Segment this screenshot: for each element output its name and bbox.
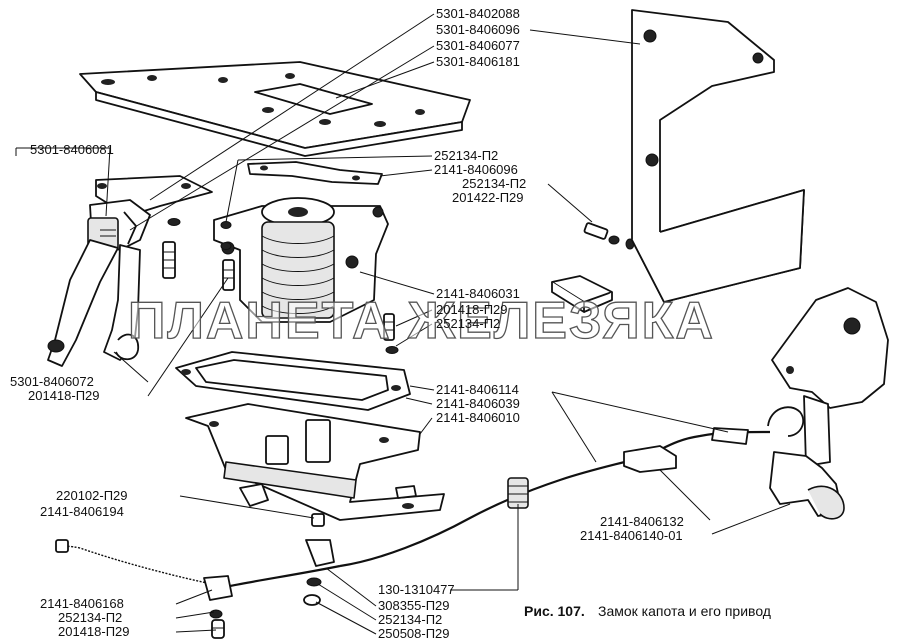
label-5301-8406081: 5301-8406081: [30, 142, 114, 157]
leader-lines: [15, 13, 791, 635]
caption-title: Замок капота и его привод: [598, 603, 771, 619]
label-5301-8406072: 5301-8406072: [10, 374, 94, 389]
label-5301-8406096: 5301-8406096: [436, 22, 520, 37]
label-252134-p2-c: 252134-П2: [436, 316, 500, 331]
label-220102-p29: 220102-П29: [56, 488, 128, 503]
release-cable: [55, 427, 771, 601]
label-2141-8406132: 2141-8406132: [600, 514, 684, 529]
label-201418-p29-a: 201418-П29: [436, 302, 508, 317]
label-2141-8406039: 2141-8406039: [436, 396, 520, 411]
label-5301-8406077: 5301-8406077: [436, 38, 520, 53]
label-250508-p29: 250508-П29: [378, 626, 450, 641]
label-5301-8402088: 5301-8402088: [436, 6, 520, 21]
label-201418-p29-b: 201418-П29: [28, 388, 100, 403]
label-130-1310477: 130-1310477: [378, 582, 455, 597]
lock-bracket: [551, 9, 805, 313]
caption-figure-number: Рис. 107.: [524, 603, 585, 619]
label-252134-p2-b: 252134-П2: [462, 176, 526, 191]
part-labels: 5301-8402088 5301-8406096 5301-8406077 5…: [10, 6, 684, 641]
bottom-fasteners: [209, 577, 322, 639]
label-2141-8406031: 2141-8406031: [436, 286, 520, 301]
lock-base: [185, 403, 445, 521]
label-2141-8406114: 2141-8406114: [436, 382, 519, 397]
label-252134-p2-d: 252134-П2: [378, 612, 442, 627]
label-2141-8406140-01: 2141-8406140-01: [580, 528, 683, 543]
label-5301-8406181: 5301-8406181: [436, 54, 520, 69]
label-252134-p2-a: 252134-П2: [434, 148, 498, 163]
label-2141-8406010: 2141-8406010: [436, 410, 520, 425]
figure-caption: Рис. 107. Замок капота и его привод: [524, 603, 771, 619]
label-2141-8406096: 2141-8406096: [434, 162, 518, 177]
lock-gasket: [175, 351, 411, 411]
label-201422-p29: 201422-П29: [452, 190, 524, 205]
lock-body: [213, 197, 389, 323]
label-252134-p2-e: 252134-П2: [58, 610, 122, 625]
watermark: ПЛАНЕТА ЖЕЛЕЗЯКА: [128, 292, 715, 350]
bolts: [162, 218, 635, 354]
label-308355-p29: 308355-П29: [378, 598, 450, 613]
release-lever: [767, 287, 889, 520]
label-201418-p29-c: 201418-П29: [58, 624, 130, 639]
lock-cover-plate: [247, 161, 383, 185]
label-2141-8406194: 2141-8406194: [40, 504, 124, 519]
hood-hook-assembly: [47, 175, 213, 367]
label-2141-8406168: 2141-8406168: [40, 596, 124, 611]
